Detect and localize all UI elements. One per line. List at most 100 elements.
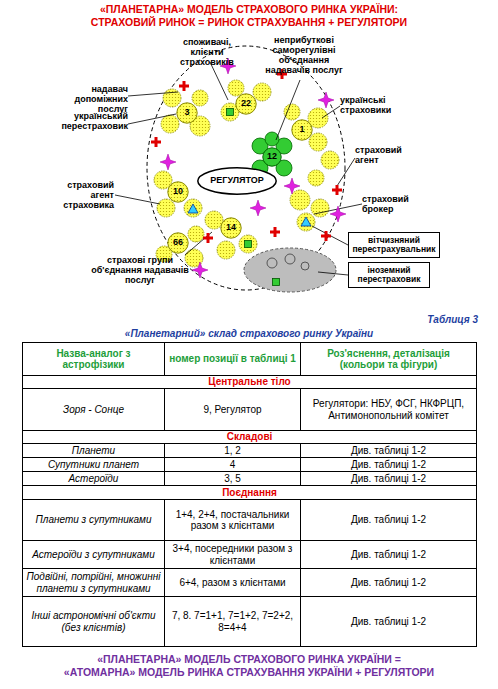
- leader-lines: [115, 62, 362, 275]
- node-shape: [263, 148, 281, 166]
- callout-label: страховий брокер: [362, 195, 424, 215]
- table-cell: номер позиції в таблиці 1: [165, 343, 301, 376]
- cell-text: Регулятори: НБУ, ФСГ, НКФРЦП, Антимонопо…: [313, 398, 464, 420]
- cell-text: Роз'яснення, деталізація (кольори та фіг…: [327, 348, 450, 370]
- table-cell: Див. таблиці 1-2: [301, 500, 477, 541]
- callout-label: споживачі, клієнти страховиків: [170, 38, 244, 68]
- node-text: вітчизняний перестрахувальник: [351, 236, 437, 254]
- table-row: Назва-аналог з астрофізики номер позиції …: [23, 343, 477, 376]
- cell-text: Див. таблиці 1-2: [351, 514, 426, 525]
- table-row: Центральне тіло: [23, 376, 477, 389]
- table-cell: 6+4, разом з клієнтами: [165, 569, 301, 597]
- participant-circle: 22: [235, 93, 257, 115]
- callout-label: українські страховики: [340, 96, 412, 116]
- cell-text: Планети з супутниками: [36, 514, 152, 525]
- callout-label: неприбуткові саморегулівні об'єднання на…: [258, 36, 350, 76]
- table-row: Інші астрономічні об'єкти (без клієнтів)…: [23, 597, 477, 647]
- cell-text: Зоря - Сонце: [63, 404, 124, 415]
- insurer-circles: [154, 80, 339, 267]
- table-row: Астероїди 3, 5 Див. таблиці 1-2: [23, 472, 477, 486]
- cross-symbols: [151, 69, 342, 243]
- table-row: Складові: [23, 431, 477, 444]
- cell-text: Див. таблиці 1-2: [351, 445, 426, 456]
- table-cell: 4: [165, 458, 301, 472]
- cell-text: Див. таблиці 1-2: [351, 473, 426, 484]
- table-cell: 1+4, 2+4, постачальники разом з клієнтам…: [165, 500, 301, 541]
- participant-circle: 12: [262, 147, 282, 167]
- table-row: Планети з супутниками 1+4, 2+4, постачаль…: [23, 500, 477, 541]
- node-text: 12: [267, 152, 277, 161]
- table-cell: Супутники планет: [23, 458, 165, 472]
- table-row: Зоря - Сонце 9, Регулятор Регулятори: НБУ,…: [23, 389, 477, 431]
- cell-text: Див. таблиці 1-2: [351, 577, 426, 588]
- cell-text: Подвійні, потрійні, множинні планети з с…: [27, 571, 161, 593]
- cell-text: Поєднання: [222, 487, 277, 498]
- participant-circle: 14: [220, 217, 242, 239]
- cell-text: Див. таблиці 1-2: [351, 616, 426, 627]
- node-shape: [221, 218, 241, 238]
- page-caption: «ПЛАНЕТАРНА» МОДЕЛЬ СТРАХОВОГО РИНКА УКР…: [20, 653, 478, 678]
- cell-text: 1, 2: [224, 445, 241, 456]
- table-cell: Центральне тіло: [23, 376, 477, 389]
- data-table: Назва-аналог з астрофізики номер позиції …: [22, 342, 477, 647]
- table-row: Подвійні, потрійні, множинні планети з с…: [23, 569, 477, 597]
- cell-text: 6+4, разом з клієнтами: [179, 577, 285, 588]
- star-symbols: [160, 58, 346, 278]
- node-shape: [292, 120, 312, 140]
- table-cell: Планети: [23, 444, 165, 458]
- table-cell: Складові: [23, 431, 477, 444]
- table-cell: Планети з супутниками: [23, 500, 165, 541]
- node-shape: [168, 182, 188, 202]
- node-shape: [236, 94, 256, 114]
- node-shape: [177, 103, 197, 123]
- table-number: Таблиця 3: [300, 314, 478, 325]
- cell-text: Див. таблиці 1-2: [351, 459, 426, 470]
- node-text: 10: [173, 187, 183, 196]
- table-cell: 3, 5: [165, 472, 301, 486]
- label-box: вітчизняний перестрахувальник: [348, 232, 440, 258]
- cell-text: 9, Регулятор: [203, 404, 261, 415]
- table-cell: Див. таблиці 1-2: [301, 458, 477, 472]
- node-text: 1: [299, 125, 304, 134]
- participant-circle: 3: [176, 102, 198, 124]
- table-cell: 7, 8. 7=1+1, 7=1+2, 7=2+2, 8=4+4: [165, 597, 301, 647]
- cell-text: 1+4, 2+4, постачальники разом з клієнтам…: [176, 509, 290, 531]
- table-row: Поєднання: [23, 486, 477, 500]
- cell-text: 3, 5: [224, 473, 241, 484]
- table-cell: Див. таблиці 1-2: [301, 569, 477, 597]
- cell-text: Інші астрономічні об'єкти (без клієнтів): [31, 610, 155, 632]
- square-symbols: [227, 109, 280, 286]
- table-row: Астероїди з супутниками3+4, посередники …: [23, 541, 477, 569]
- node-shape: [198, 168, 276, 194]
- participant-circle: 66: [167, 232, 189, 254]
- table-cell: Подвійні, потрійні, множинні планети з с…: [23, 569, 165, 597]
- table-cell: Див. таблиці 1-2: [301, 444, 477, 458]
- cell-text: Складові: [227, 431, 273, 442]
- callout-label: надавач допоміжних послуг: [62, 85, 128, 115]
- node-text: 66: [173, 238, 183, 247]
- table-row: Планети 1, 2 Див. таблиці 1-2: [23, 444, 477, 458]
- table-cell: Зоря - Сонце: [23, 389, 165, 431]
- triangle-symbols: [188, 204, 311, 226]
- node-text: іноземний перестраховик: [351, 266, 427, 284]
- table-cell: Див. таблиці 1-2: [301, 541, 477, 569]
- cell-text: 7, 8. 7=1+1, 7=1+2, 7=2+2, 8=4+4: [172, 610, 293, 632]
- node-text: РЕГУЛЯТОР: [210, 176, 263, 185]
- cell-text: Назва-аналог з астрофізики: [56, 348, 130, 370]
- table-cell: 3+4, посередники разом з клієнтами: [165, 541, 301, 569]
- participant-circle: 10: [167, 181, 189, 203]
- label-box: іноземний перестраховик: [348, 262, 430, 288]
- table-cell: Див. таблиці 1-2: [301, 472, 477, 486]
- foreign-zone: [244, 248, 336, 292]
- table-row: Супутники планет 4 Див. таблиці 1-2: [23, 458, 477, 472]
- table-cell: Регулятори: НБУ, ФСГ, НКФРЦП, Антимонопо…: [301, 389, 477, 431]
- node-text: 22: [241, 99, 251, 108]
- table-cell: Астероїди з супутниками: [23, 541, 165, 569]
- table-cell: Назва-аналог з астрофізики: [23, 343, 165, 376]
- cell-text: Супутники планет: [48, 459, 139, 470]
- table-cell: Див. таблиці 1-2: [301, 597, 477, 647]
- page-title: «ПЛАНЕТАРНА» МОДЕЛЬ СТРАХОВОГО РИНКА УКР…: [20, 3, 478, 28]
- table-cell: Поєднання: [23, 486, 477, 500]
- table-cell: Астероїди: [23, 472, 165, 486]
